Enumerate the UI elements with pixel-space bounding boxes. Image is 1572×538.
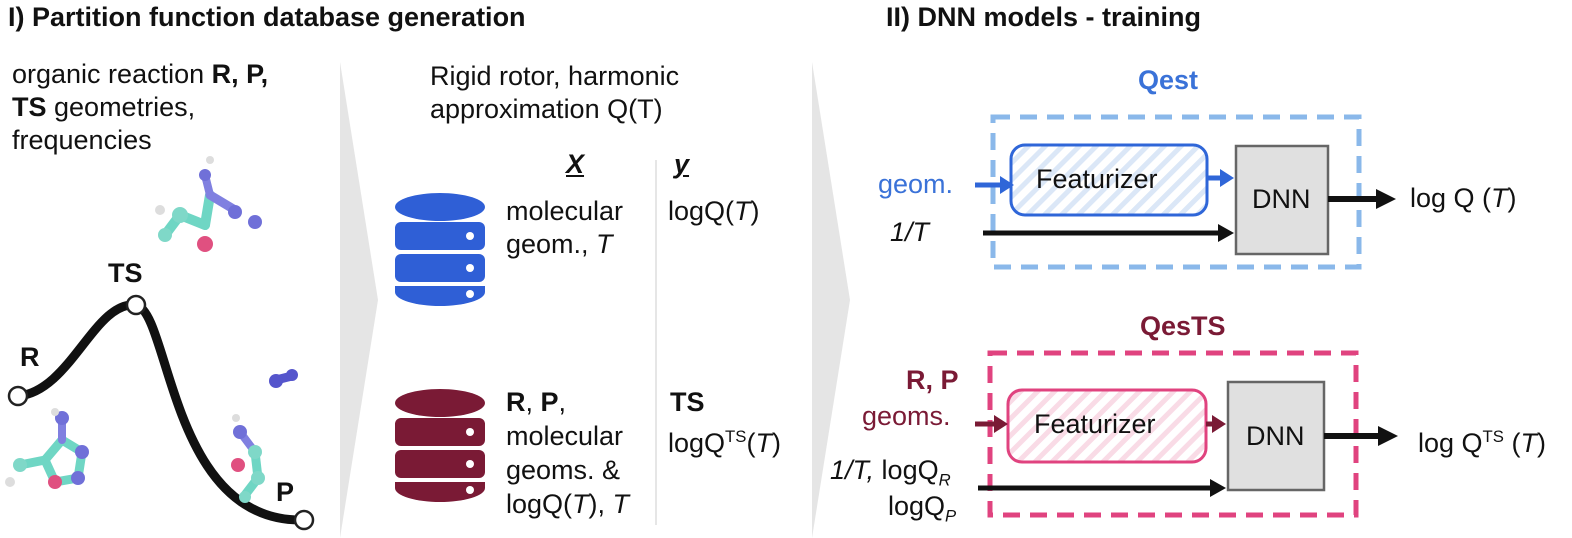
qests-title: QesTS bbox=[1140, 311, 1226, 341]
qest-title: Qest bbox=[1138, 65, 1199, 95]
qest-featurizer-label: Featurizer bbox=[1036, 164, 1158, 194]
ts-node bbox=[125, 294, 147, 316]
qest-output: log Q (T) bbox=[1410, 183, 1517, 213]
db2-x-line4: logQ(T), T bbox=[506, 489, 630, 519]
qest-arrows bbox=[975, 169, 1396, 242]
db1-x-line2: geom., T bbox=[506, 229, 613, 259]
db2-y-label: TS bbox=[670, 387, 705, 417]
molecule-ts bbox=[155, 156, 262, 252]
product-node bbox=[293, 509, 315, 531]
approx-line2: approximation Q(T) bbox=[430, 94, 663, 124]
db2-x-line3: geoms. & bbox=[506, 455, 621, 485]
label-r: R bbox=[20, 342, 40, 372]
database-icon-blue bbox=[395, 193, 485, 306]
db2-y: logQTS(T) bbox=[668, 427, 781, 458]
qest-dnn-box bbox=[1234, 144, 1330, 256]
qests-input-rp: R, P bbox=[906, 365, 959, 395]
db1-y: logQ(T) bbox=[668, 196, 760, 226]
intro-line3: frequencies bbox=[12, 125, 152, 155]
stage-arrow-2 bbox=[812, 62, 850, 538]
qest-dashed-box bbox=[990, 114, 1362, 270]
qests-input-geoms: geoms. bbox=[862, 401, 951, 431]
label-p: P bbox=[276, 477, 295, 507]
qests-dnn-label: DNN bbox=[1246, 421, 1305, 451]
qests-dnn-box bbox=[1226, 380, 1326, 492]
qests-input-line1: 1/T, logQR bbox=[830, 455, 951, 490]
qest-input-t: 1/T bbox=[890, 217, 930, 247]
intro-line1: organic reaction R, P, bbox=[12, 59, 269, 89]
reaction-path bbox=[13, 300, 305, 525]
molecule-product bbox=[231, 414, 265, 503]
approx-line1: Rigid rotor, harmonic bbox=[430, 61, 680, 91]
section2-title: II) DNN models - training bbox=[886, 2, 1202, 32]
section1-title: I) Partition function database generatio… bbox=[8, 2, 526, 32]
db2-x-line2: molecular bbox=[506, 421, 624, 451]
qests-arrows bbox=[975, 415, 1398, 497]
qests-output: log QTS (T) bbox=[1418, 427, 1546, 458]
reactant-node bbox=[7, 385, 29, 407]
db1-x-line1: molecular bbox=[506, 196, 624, 226]
qests-input-line2: logQP bbox=[888, 491, 957, 526]
database-icon-maroon bbox=[395, 389, 485, 502]
intro-line2: TS geometries, bbox=[12, 92, 196, 122]
y-header: y bbox=[674, 149, 690, 179]
qest-dnn-label: DNN bbox=[1252, 184, 1311, 214]
x-header: X bbox=[566, 149, 585, 179]
db2-x-line1: R, P, bbox=[506, 387, 567, 417]
label-ts: TS bbox=[108, 258, 143, 288]
molecule-n2 bbox=[269, 369, 298, 388]
molecule-reactant bbox=[5, 408, 89, 489]
qests-featurizer-label: Featurizer bbox=[1034, 409, 1156, 439]
stage-arrow-1 bbox=[340, 62, 378, 538]
qest-input-geom: geom. bbox=[878, 169, 954, 199]
